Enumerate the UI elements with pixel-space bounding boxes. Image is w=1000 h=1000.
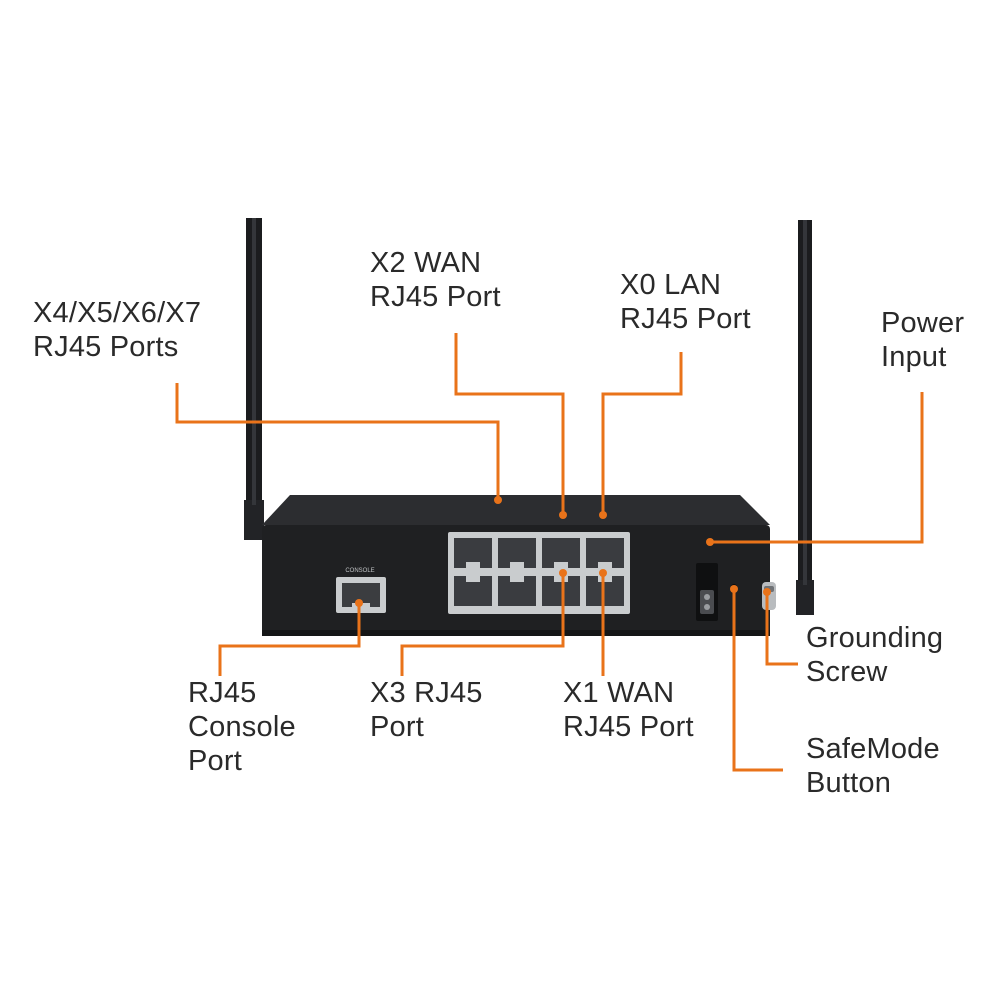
rj45-port-block xyxy=(448,532,630,614)
callout-grounding-dot xyxy=(763,588,771,596)
callout-grounding xyxy=(765,592,798,666)
device-top xyxy=(262,495,770,525)
right-antenna xyxy=(796,220,814,615)
rj45-port xyxy=(498,576,536,606)
callout-safemode-dot xyxy=(730,585,738,593)
callout-console xyxy=(218,603,361,676)
rj45-port xyxy=(454,576,492,606)
callout-power xyxy=(712,392,924,544)
callout-console-dot xyxy=(355,599,363,607)
callout-power-dot xyxy=(706,538,714,546)
callout-x1-wan-dot xyxy=(599,569,607,577)
power-input-connector xyxy=(696,563,718,621)
rj45-port xyxy=(586,538,624,568)
console-silk-label: CONSOLE xyxy=(345,568,374,574)
callout-x0-lan-dot xyxy=(599,511,607,519)
callout-x3 xyxy=(400,573,565,676)
callout-safemode xyxy=(732,589,783,772)
callout-x2-wan-dot xyxy=(559,511,567,519)
callout-x4-x7 xyxy=(175,383,500,498)
callout-x3-dot xyxy=(559,569,567,577)
rj45-port xyxy=(542,576,580,606)
rj45-port xyxy=(454,538,492,568)
callout-x2-wan xyxy=(454,333,565,513)
left-antenna xyxy=(244,218,264,540)
grounding-screw xyxy=(762,582,776,610)
rj45-port xyxy=(586,576,624,606)
callout-x4-x7-dot xyxy=(494,496,502,504)
callout-x0-lan xyxy=(601,352,683,513)
rj45-port xyxy=(498,538,536,568)
rj45-port xyxy=(542,538,580,568)
